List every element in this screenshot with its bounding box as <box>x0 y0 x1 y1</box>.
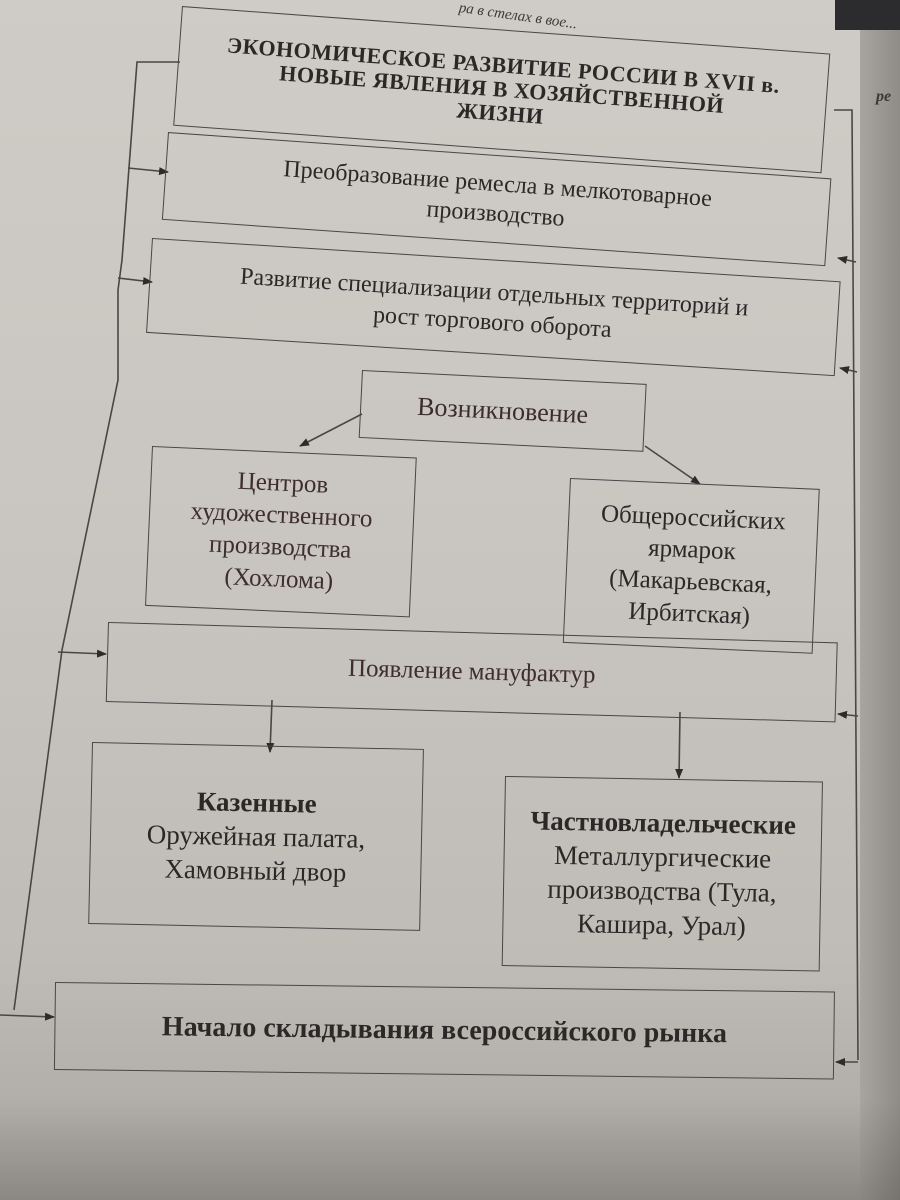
left-arrow-craft <box>127 167 169 176</box>
left-spine-line <box>13 61 180 1011</box>
manuf-to-private-arrow <box>675 711 684 779</box>
private-line-2: производства (Тула, <box>547 873 777 908</box>
right-arrow-craft <box>837 256 857 264</box>
emergence-to-fairs-arrow <box>644 445 701 485</box>
emergence-to-art-arrow <box>299 413 363 447</box>
side-page-fragment: ре <box>876 88 892 105</box>
fairs-box: Общероссийских ярмарок (Макарьевская, Ир… <box>562 478 820 654</box>
state-manufactures-box: Казенные Оружейная палата, Хамовный двор <box>88 742 424 931</box>
right-arrow-manuf <box>837 710 859 719</box>
private-line-1: Металлургические <box>553 839 772 874</box>
state-line-1: Оружейная палата, <box>146 819 366 854</box>
bottom-shadow <box>0 1100 900 1200</box>
art-centers-box: Центров художественного производства (Хо… <box>145 446 417 618</box>
dark-background-corner <box>835 0 900 30</box>
all-russian-market-box: Начало складывания всероссийского рынка <box>53 982 835 1080</box>
left-arrow-special <box>117 276 153 285</box>
state-line-2: Хамовный двор <box>164 853 347 888</box>
manufactures-label: Появление мануфактур <box>347 654 596 689</box>
book-page <box>0 0 860 1200</box>
private-line-3: Кашира, Урал) <box>576 908 747 942</box>
private-heading: Частновладельческие <box>530 805 797 841</box>
market-label: Начало складывания всероссийского рынка <box>161 1011 728 1050</box>
emergence-box: Возникновение <box>358 370 647 452</box>
manuf-to-state-arrow <box>266 699 275 753</box>
private-manufactures-box: Частновладельческие Металлургические про… <box>501 776 823 972</box>
state-heading: Казенные <box>196 786 317 819</box>
right-arrow-special <box>839 366 858 374</box>
emergence-label: Возникновение <box>416 391 589 430</box>
left-arrow-market <box>0 1012 55 1021</box>
left-arrow-manuf <box>57 649 107 658</box>
right-spine-line <box>834 109 859 1061</box>
next-page-edge <box>860 30 900 1200</box>
